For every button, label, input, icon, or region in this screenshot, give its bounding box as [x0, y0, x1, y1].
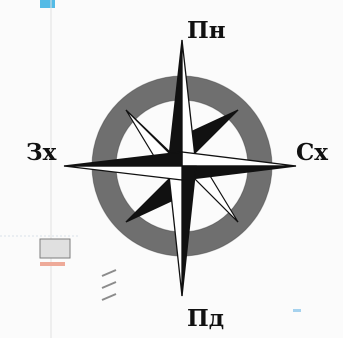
east-point-light — [182, 152, 296, 166]
east-label: Сх — [296, 139, 328, 166]
south-label: Пд — [187, 305, 224, 332]
north-point-dark — [168, 40, 182, 166]
east-point-dark — [182, 166, 296, 180]
small-dash-3 — [102, 294, 116, 300]
blue-corner-mark — [40, 0, 55, 8]
north-label: Пн — [187, 17, 226, 44]
north-point-light — [182, 40, 196, 166]
small-dash-1 — [102, 270, 116, 276]
small-gray-box — [40, 239, 70, 258]
west-point-dark — [64, 152, 182, 166]
small-red-marks — [40, 262, 65, 266]
small-blue-mark — [293, 309, 301, 312]
west-point-light — [64, 166, 182, 180]
small-dash-2 — [102, 282, 116, 288]
west-label: Зх — [26, 139, 57, 166]
cardinal-points — [64, 40, 296, 296]
